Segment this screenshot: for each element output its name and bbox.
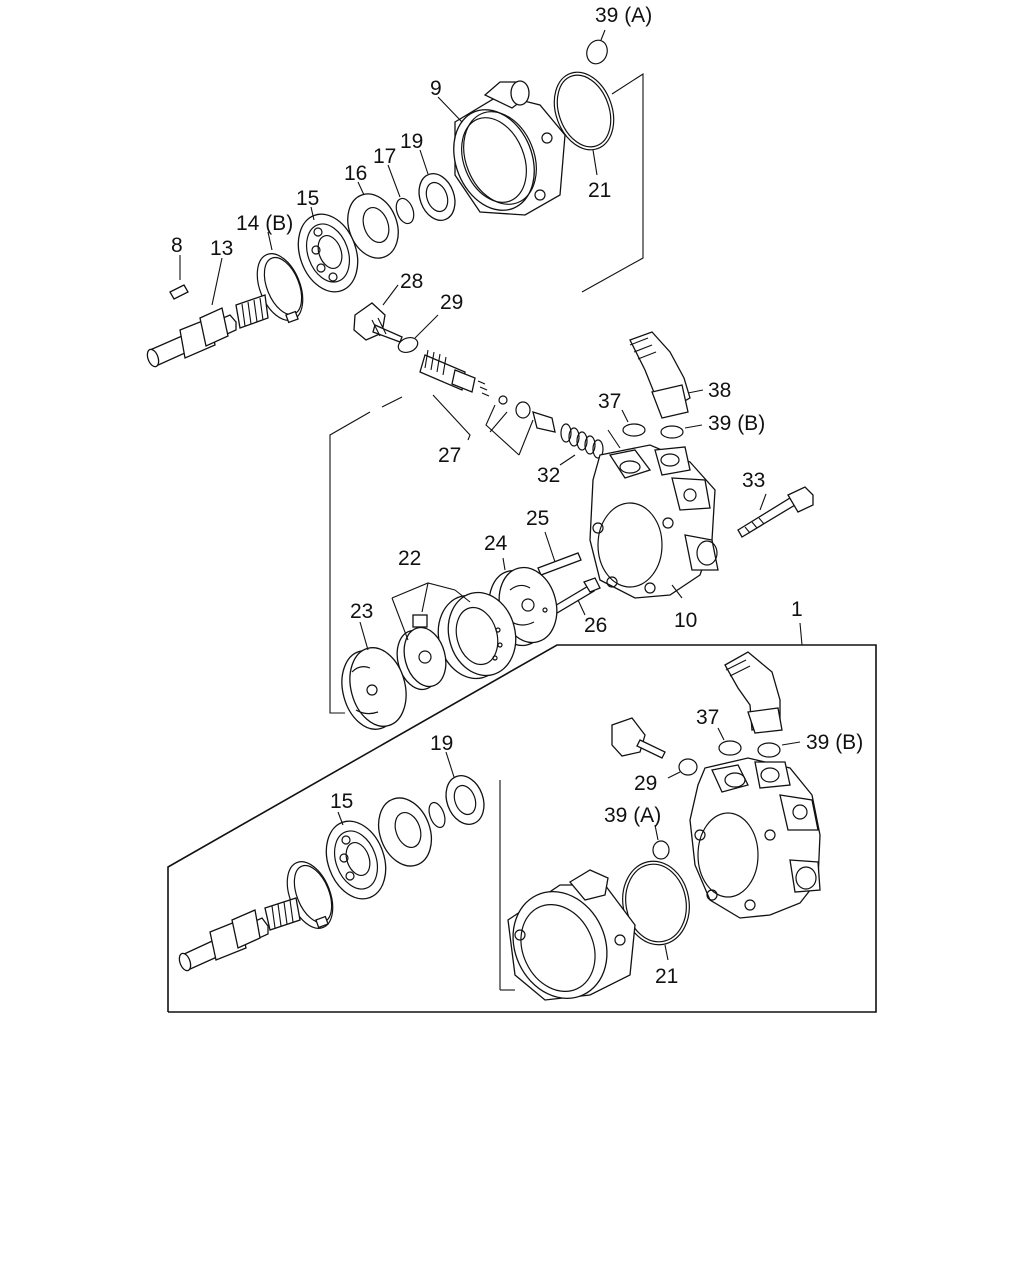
assembly-1-frame <box>167 622 877 1013</box>
label-19-top: 19 <box>400 130 423 153</box>
label-25: 25 <box>526 507 549 530</box>
label-19-bottom: 19 <box>430 732 453 755</box>
assy-oring-39b <box>757 741 801 758</box>
label-16: 16 <box>344 162 367 185</box>
part-8-key <box>169 255 189 300</box>
label-15-bottom: 15 <box>330 790 353 813</box>
part-38-elbow <box>629 331 704 419</box>
top-frame-lines <box>329 72 644 714</box>
label-39b-bottom: 39 (B) <box>806 731 863 754</box>
assy-seal-19 <box>445 751 485 825</box>
assy-pump-body <box>689 757 821 919</box>
part-25-pin <box>537 531 582 576</box>
assy-plug <box>611 717 666 759</box>
assy-oring-37 <box>717 727 742 756</box>
part-19-seal-top <box>418 149 456 221</box>
part-29-oring-top <box>397 314 439 354</box>
label-29-bottom: 29 <box>634 772 657 795</box>
label-21-top: 21 <box>588 179 611 202</box>
label-39a-bottom: 39 (A) <box>604 804 661 827</box>
assy-front-cover <box>507 869 636 1001</box>
part-37-oring-top <box>621 409 646 437</box>
assy-washer <box>377 797 433 867</box>
assy-oring-29 <box>667 758 698 779</box>
label-37-top: 37 <box>598 390 621 413</box>
callout-labels: 39 (A) 9 21 17 19 16 15 14 (B) 8 13 28 2… <box>171 4 863 988</box>
label-28: 28 <box>400 270 423 293</box>
assy-elbow <box>724 651 783 734</box>
part-17-snapring-top <box>387 164 415 225</box>
part-26-bolt <box>547 577 601 617</box>
part-22-rotor <box>391 582 471 691</box>
label-38: 38 <box>708 379 731 402</box>
assy-bearing-15 <box>325 811 387 900</box>
part-14b-snapring <box>256 231 304 324</box>
label-15-top: 15 <box>296 187 319 210</box>
part-27-valve-assembly <box>419 349 556 456</box>
label-39a-top: 39 (A) <box>595 4 652 27</box>
label-9: 9 <box>430 77 442 100</box>
assy-shaft <box>178 897 301 972</box>
label-14b: 14 (B) <box>236 212 293 235</box>
part-32-spring <box>559 423 604 466</box>
label-22: 22 <box>398 547 421 570</box>
label-29-top: 29 <box>440 291 463 314</box>
part-39a-oring-top <box>586 29 608 65</box>
label-23: 23 <box>350 600 373 623</box>
label-17: 17 <box>373 145 396 168</box>
part-22-cam-ring <box>437 591 517 680</box>
label-13: 13 <box>210 237 233 260</box>
part-28-valve-plug <box>353 284 403 343</box>
label-21-bottom: 21 <box>655 965 678 988</box>
part-13-shaft <box>146 257 269 368</box>
label-1: 1 <box>791 598 803 621</box>
label-26: 26 <box>584 614 607 637</box>
label-27: 27 <box>438 444 461 467</box>
label-39b-top: 39 (B) <box>708 412 765 435</box>
part-10-pump-body <box>589 429 719 599</box>
part-15-bearing-top <box>297 206 359 293</box>
part-16-washer <box>347 181 399 259</box>
assy-oring-39a <box>652 824 670 860</box>
part-33-bolt <box>737 486 814 538</box>
label-24: 24 <box>484 532 508 555</box>
part-21-oring-top <box>553 71 615 176</box>
part-23-rear-plate <box>341 621 407 730</box>
assy-snapring <box>428 801 446 829</box>
label-37-bottom: 37 <box>696 706 719 729</box>
part-9-front-cover <box>437 80 566 216</box>
label-33: 33 <box>742 469 765 492</box>
part-39b-oring-top <box>660 424 703 439</box>
label-10: 10 <box>674 609 697 632</box>
label-8: 8 <box>171 234 183 257</box>
label-32: 32 <box>537 464 560 487</box>
